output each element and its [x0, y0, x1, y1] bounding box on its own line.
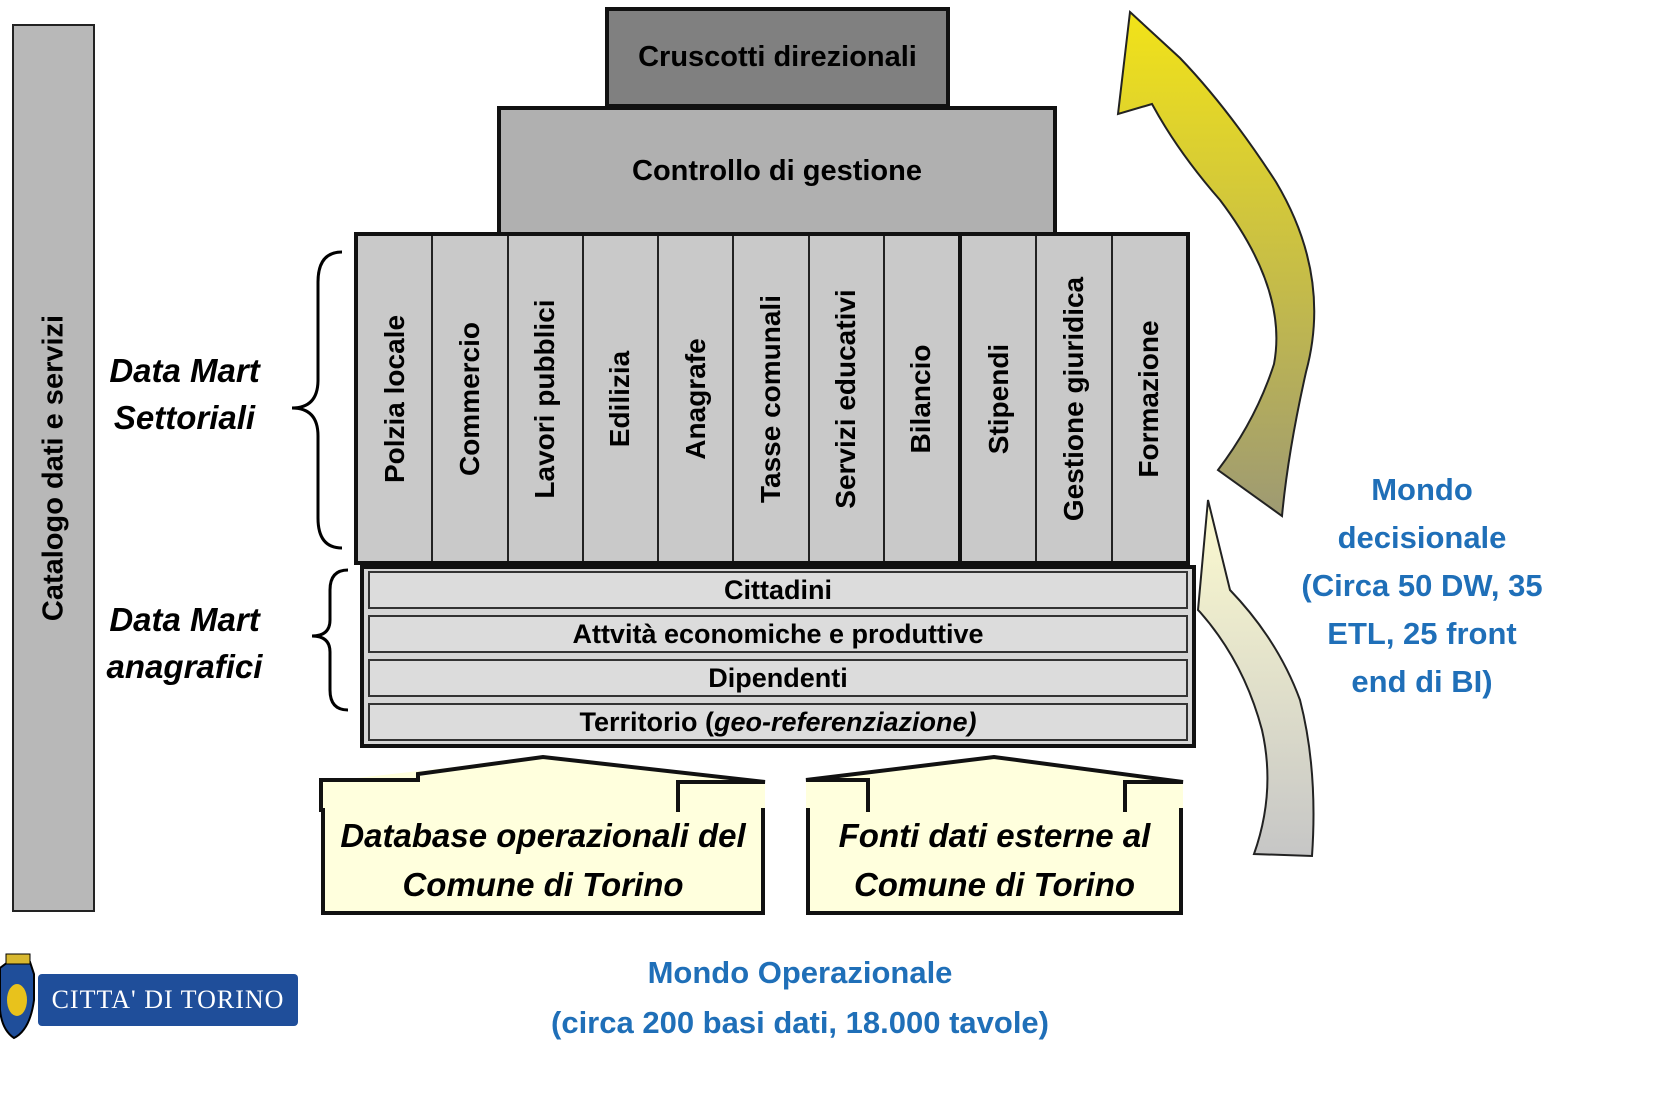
mondo-decisionale-label: Mondo decisionale (Circa 50 DW, 35 ETL, … [1276, 466, 1568, 706]
cruscotti-label: Cruscotti direzionali [638, 41, 917, 73]
mondo-decisionale-line2: decisionale [1337, 520, 1507, 555]
dm-column: Commercio [433, 236, 509, 561]
arrowhead-external-outline [805, 754, 1184, 812]
anagrafici-row: Cittadini [368, 571, 1188, 609]
dm-column: Anagrafe [659, 236, 735, 561]
mondo-operazionale-label: Mondo Operazionale (circa 200 basi dati,… [420, 948, 1180, 1048]
dm-column: Bilancio [885, 236, 963, 561]
torino-logo-text: CITTA' DI TORINO [51, 985, 285, 1014]
catalog-sidebar: Catalogo dati e servizi [12, 24, 95, 912]
torino-logo: CITTA' DI TORINO [38, 974, 298, 1026]
dm-column: Tasse comunali [734, 236, 810, 561]
brace-settoriali [291, 250, 343, 550]
source-external-line2: Comune di Torino [853, 865, 1136, 903]
mondo-decisionale-line5: end di BI) [1351, 664, 1493, 699]
dm-settoriali-line2: Settoriali [113, 399, 256, 436]
dm-anagrafici-line1: Data Mart [109, 601, 260, 638]
dm-column: Stipendi [962, 236, 1038, 561]
mondo-decisionale-line1: Mondo [1371, 472, 1473, 507]
source-internal-line1: Database operazionali del [340, 816, 746, 854]
source-external-line1: Fonti dati esterne al [838, 816, 1151, 854]
dm-column: Servizi educativi [810, 236, 885, 561]
curved-arrow-decisional [1116, 9, 1316, 518]
curved-arrow-operational [1196, 499, 1315, 858]
mondo-operazionale-line2: (circa 200 basi dati, 18.000 tavole) [551, 1005, 1049, 1040]
mondo-decisionale-line4: ETL, 25 front [1327, 616, 1517, 651]
territorio-row: Territorio (geo-referenziazione) [368, 703, 1188, 741]
mondo-decisionale-line3: (Circa 50 DW, 35 [1301, 568, 1543, 603]
dm-column: Polzia locale [358, 236, 434, 561]
source-box-internal: Database operazionali del Comune di Tori… [321, 808, 765, 915]
data-mart-anagrafici-stack: Cittadini Attvità economiche e produttiv… [360, 565, 1196, 748]
arrowhead-internal-outline [319, 754, 766, 812]
dm-column: Gestione giuridica [1037, 236, 1113, 561]
controllo-box: Controllo di gestione [497, 106, 1057, 236]
dm-column: Edilizia [584, 236, 660, 561]
torino-emblem-icon [0, 953, 35, 1040]
cruscotti-box: Cruscotti direzionali [605, 7, 950, 108]
source-internal-line2: Comune di Torino [402, 865, 684, 903]
dm-anagrafici-line2: anagrafici [106, 648, 263, 685]
dm-column: Lavori pubblici [509, 236, 584, 561]
anagrafici-row: Attvità economiche e produttive [368, 615, 1188, 653]
dm-settoriali-label: Data Mart Settoriali [92, 347, 277, 441]
mondo-operazionale-line1: Mondo Operazionale [647, 955, 953, 990]
dm-anagrafici-label: Data Mart anagrafici [92, 596, 277, 690]
source-box-external: Fonti dati esterne al Comune di Torino [806, 808, 1183, 915]
dm-settoriali-line1: Data Mart [109, 352, 260, 389]
data-mart-settoriali-grid: Polzia locale Commercio Lavori pubblici … [354, 232, 1190, 565]
brace-anagrafici [311, 568, 349, 712]
anagrafici-row: Dipendenti [368, 659, 1188, 697]
controllo-label: Controllo di gestione [632, 154, 922, 187]
